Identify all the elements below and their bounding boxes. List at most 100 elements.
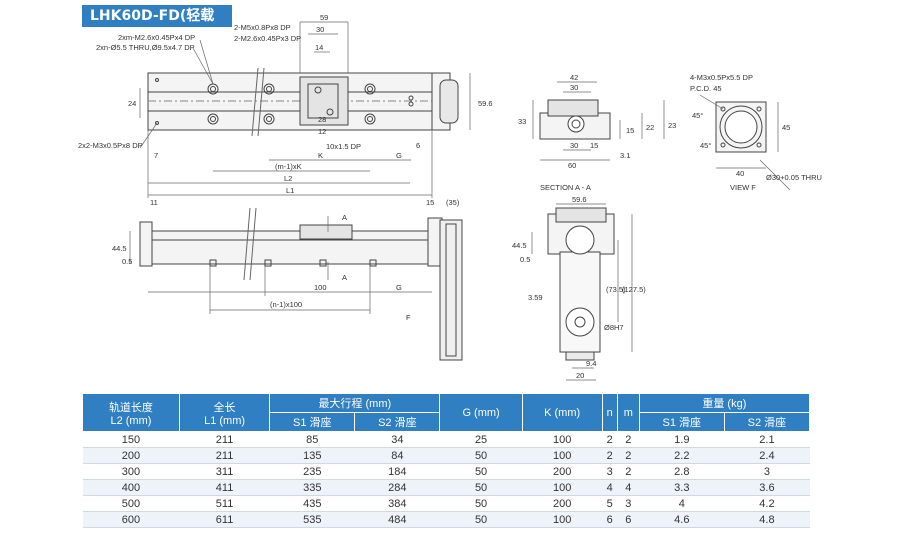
cell: 611: [179, 511, 270, 528]
cell: 235: [269, 463, 355, 480]
cell: 100: [522, 511, 603, 528]
cell: 284: [354, 479, 440, 496]
top-view: [147, 67, 459, 137]
end-dim-30: 30: [570, 83, 578, 92]
dim-l2: L2: [284, 174, 292, 183]
dim-100: 100: [314, 283, 327, 292]
dim-g: G: [396, 151, 402, 160]
dim-k: K: [318, 151, 323, 160]
header-weight: 重量 (kg): [638, 393, 811, 413]
marker-f: F: [406, 313, 411, 322]
cell: 84: [354, 447, 440, 464]
dim-59: 59: [320, 13, 328, 22]
cell: 34: [354, 431, 440, 448]
header-weight-s1: S1 滑座: [638, 412, 725, 432]
dim-44-5: 44.5: [112, 244, 127, 253]
cell: 184: [354, 463, 440, 480]
section-dim-73-5: (73.5): [606, 285, 626, 294]
dim-11: 11: [150, 198, 158, 207]
product-title: LHK60D-FD(轻载型): [82, 5, 232, 46]
cell: 484: [354, 511, 440, 528]
marker-a-top: A: [342, 213, 347, 222]
cell: 200: [82, 447, 180, 464]
cell: 200: [522, 463, 603, 480]
cell: 5: [602, 495, 618, 512]
cell: 211: [179, 431, 270, 448]
cell: 2.4: [724, 447, 810, 464]
end-view: [539, 99, 611, 140]
cell: 85: [269, 431, 355, 448]
end-dim-60: 60: [568, 161, 576, 170]
cell: 50: [439, 463, 523, 480]
viewf-dim-40: 40: [736, 169, 744, 178]
dim-6: 6: [416, 141, 420, 150]
end-dim-22: 22: [646, 123, 654, 132]
cell: 4: [602, 479, 618, 496]
view-f: [715, 101, 767, 153]
dim-12: 12: [318, 127, 326, 136]
header-k: K (mm): [521, 393, 603, 432]
section-dim-3-59: 3.59: [528, 293, 543, 302]
end-dim-33: 33: [518, 117, 526, 126]
cell: 150: [82, 431, 180, 448]
cell: 2: [602, 431, 618, 448]
cell: 3.3: [639, 479, 725, 496]
cell: 4: [639, 495, 725, 512]
viewf-dim-45: 45: [782, 123, 790, 132]
cell: 200: [522, 495, 603, 512]
section-dim-h7: Ø8H7: [604, 323, 624, 332]
cell: 400: [82, 479, 180, 496]
dim-24: 24: [128, 99, 136, 108]
cell: 300: [82, 463, 180, 480]
header-g: G (mm): [439, 393, 523, 432]
end-dim-23: 23: [668, 121, 676, 130]
header-stroke: 最大行程 (mm): [269, 393, 441, 413]
dim-n100: (n-1)x100: [270, 300, 302, 309]
cell: 535: [269, 511, 355, 528]
cell: 511: [179, 495, 270, 512]
end-dim-15a: 15: [626, 126, 634, 135]
dim-l1: L1: [286, 186, 294, 195]
cell: 2.2: [639, 447, 725, 464]
cell: 100: [522, 431, 603, 448]
cell: 4.8: [724, 511, 810, 528]
cell: 311: [179, 463, 270, 480]
dim-0-5: 0.5: [122, 257, 132, 266]
cell: 4: [617, 479, 640, 496]
cell: 3: [724, 463, 810, 480]
dim-30: 30: [316, 25, 324, 34]
callout-m3: 2x2-M3x0.5Px8 DP: [78, 141, 143, 150]
section-dim-0-5: 0.5: [520, 255, 530, 264]
section-dim-127-5: (127.5): [622, 285, 646, 294]
dim-mk: (m-1)xK: [275, 162, 302, 171]
section-dim-20: 20: [576, 371, 584, 380]
dim-g-side: G: [396, 283, 402, 292]
cell: 435: [269, 495, 355, 512]
viewf-bore: Ø30+0.05 THRU: [766, 173, 822, 182]
marker-a-bottom: A: [342, 273, 347, 282]
cell: 411: [179, 479, 270, 496]
callout-thru: 2xn-Ø5.5 THRU,Ø9.5x4.7 DP: [96, 43, 195, 52]
viewf-callout-pcd: P.C.D. 45: [690, 84, 722, 93]
viewf-angle-a: 45°: [692, 111, 703, 120]
callout-m26-3: 2-M2.6x0.45Px3 DP: [234, 34, 301, 43]
cell: 2.8: [639, 463, 725, 480]
dim-7: 7: [154, 151, 158, 160]
callout-m5: 2-M5x0.8Px8 DP: [234, 23, 291, 32]
cell: 25: [439, 431, 523, 448]
cell: 3: [602, 463, 618, 480]
viewf-angle-b: 45°: [700, 141, 711, 150]
cell: 2.1: [724, 431, 810, 448]
cell: 135: [269, 447, 355, 464]
cell: 2: [617, 463, 640, 480]
dim-10x15: 10x1.5 DP: [326, 142, 361, 151]
cell: 4.2: [724, 495, 810, 512]
section-dim-59-6: 59.6: [572, 195, 587, 204]
